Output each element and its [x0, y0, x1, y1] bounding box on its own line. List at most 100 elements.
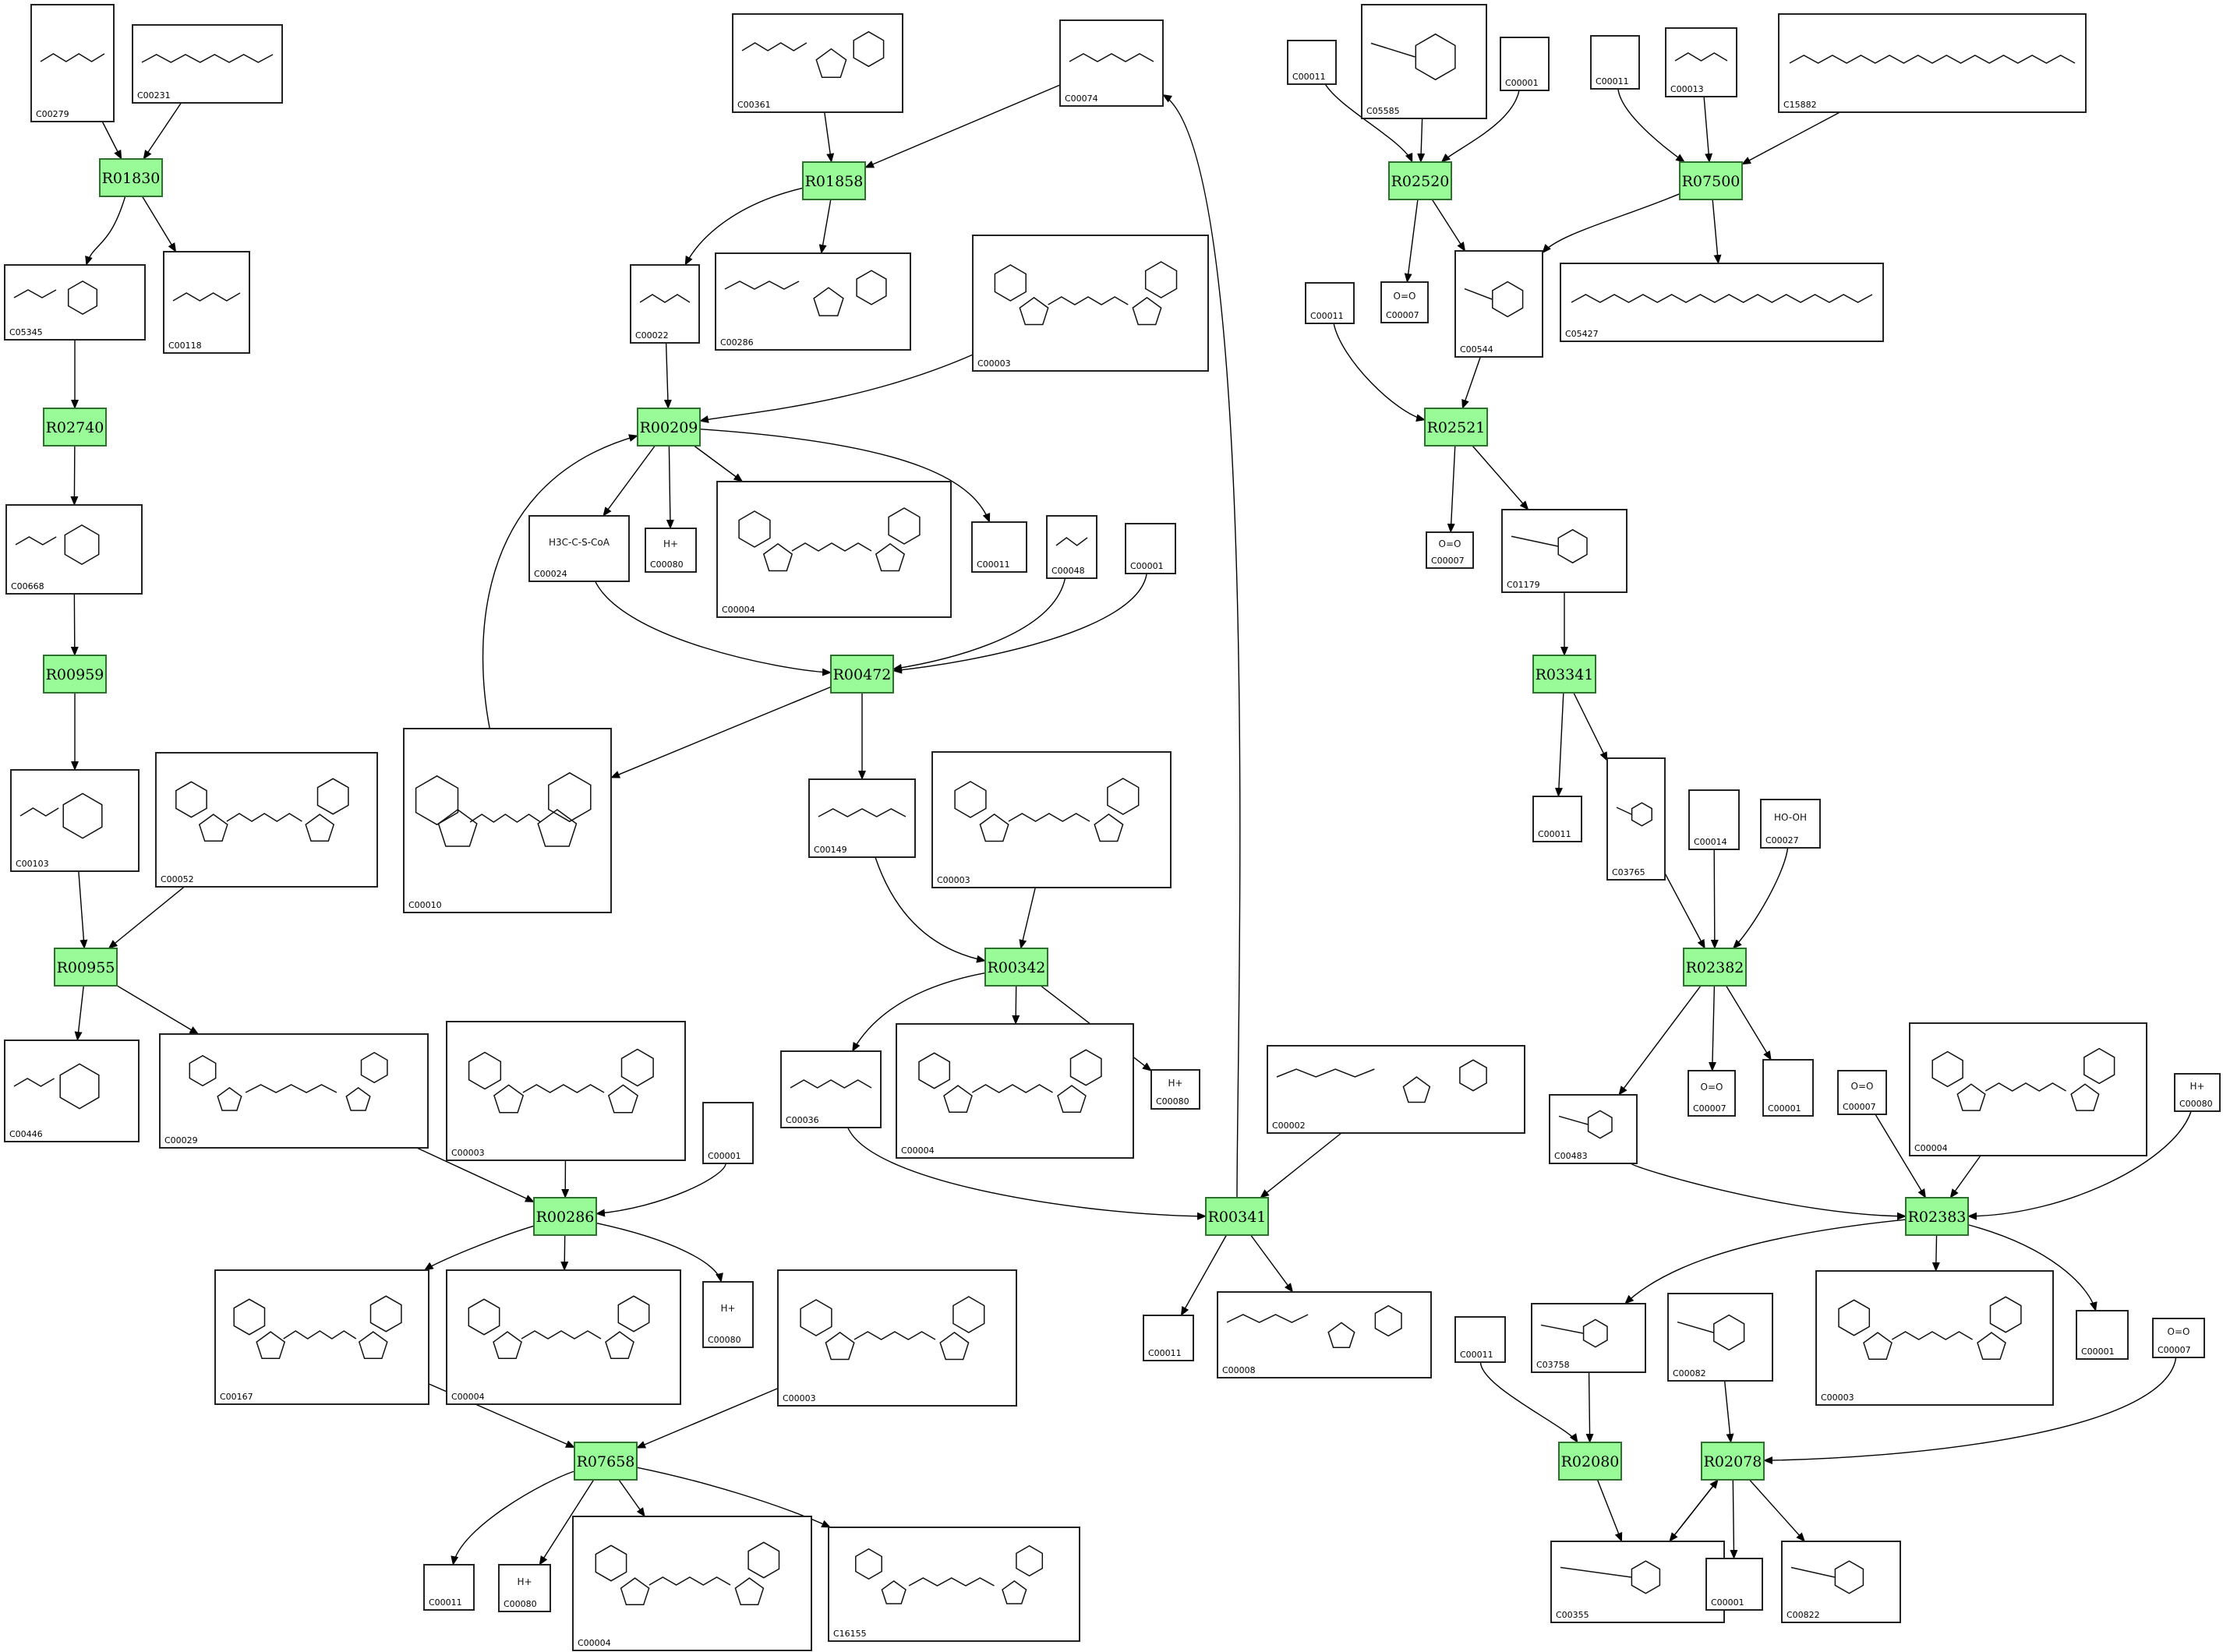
compound-node[interactable]: C00001	[1762, 1059, 1814, 1117]
reaction-node[interactable]: R00342	[984, 948, 1048, 987]
compound-node[interactable]: C00231	[132, 24, 283, 104]
compound-node[interactable]: C00082	[1667, 1293, 1773, 1382]
phosphate-chain-icon	[15, 536, 57, 545]
reaction-node[interactable]: R00341	[1205, 1197, 1269, 1236]
reaction-node[interactable]: R07658	[574, 1442, 638, 1481]
compound-node[interactable]: C00001	[2076, 1310, 2129, 1360]
compound-node[interactable]: C00011	[1532, 796, 1582, 842]
compound-node[interactable]: C00668	[5, 504, 143, 595]
compound-node[interactable]: C00355	[1550, 1541, 1725, 1623]
compound-node[interactable]: C00361	[732, 13, 903, 113]
compound-node[interactable]: C00149	[808, 778, 916, 858]
compound-node[interactable]: H+C00080	[2174, 1073, 2221, 1112]
reaction-id: R01858	[805, 173, 864, 190]
phosphate-chain-icon	[791, 542, 872, 552]
compound-node[interactable]: C00544	[1454, 250, 1543, 358]
compound-node[interactable]: C00022	[630, 264, 700, 344]
compound-node[interactable]: C00003	[777, 1269, 1017, 1407]
compound-node[interactable]: C00014	[1688, 789, 1740, 850]
compound-node[interactable]: C05585	[1361, 4, 1487, 119]
compound-node[interactable]: C00052	[155, 752, 378, 888]
compound-node[interactable]: H+C00080	[645, 528, 697, 573]
compound-node[interactable]: C03765	[1606, 757, 1666, 881]
compound-node[interactable]: C00822	[1781, 1541, 1901, 1623]
compound-box	[1150, 1069, 1200, 1110]
compound-node[interactable]: C00002	[1267, 1045, 1525, 1134]
reaction-node[interactable]: R00955	[54, 948, 118, 987]
compound-node[interactable]: C00011	[1305, 282, 1355, 324]
compound-node[interactable]: C00011	[971, 521, 1027, 573]
compound-node[interactable]: C00004	[446, 1269, 681, 1405]
reaction-node[interactable]: R00472	[830, 655, 894, 694]
compound-node[interactable]: C00004	[1909, 1022, 2147, 1156]
compound-node[interactable]: C00011	[1590, 35, 1640, 90]
compound-node[interactable]: C00036	[780, 1050, 882, 1128]
reaction-node[interactable]: R00959	[43, 655, 107, 694]
compound-node[interactable]: C00003	[1815, 1270, 2054, 1406]
reaction-node[interactable]: R03341	[1532, 655, 1596, 694]
compound-node[interactable]: C16155	[828, 1527, 1080, 1642]
reaction-edge	[1723, 1380, 1734, 1443]
compound-node[interactable]: C00118	[163, 251, 250, 354]
compound-node[interactable]: C00013	[1665, 27, 1737, 97]
compound-id: C00011	[1460, 1350, 1493, 1360]
compound-node[interactable]: C00286	[715, 252, 911, 351]
compound-node[interactable]: C00011	[1143, 1315, 1194, 1361]
compound-node[interactable]: C00008	[1217, 1291, 1432, 1378]
reaction-node[interactable]: R02740	[43, 408, 107, 447]
compound-node[interactable]: C00004	[572, 1516, 812, 1651]
compound-node[interactable]: C00003	[931, 751, 1172, 888]
compound-node[interactable]: C00011	[423, 1564, 475, 1611]
compound-node[interactable]: C00048	[1046, 515, 1097, 579]
reaction-node[interactable]: R02382	[1683, 948, 1747, 987]
compound-node[interactable]: H+C00080	[498, 1564, 551, 1612]
reaction-node[interactable]: R00209	[637, 408, 701, 447]
compound-node[interactable]: C15882	[1778, 13, 2087, 113]
reaction-node[interactable]: R02520	[1388, 161, 1452, 200]
reaction-edge	[116, 985, 200, 1035]
compound-node[interactable]: C00446	[4, 1040, 140, 1142]
compound-node[interactable]: C00279	[30, 4, 115, 122]
compound-node[interactable]: H+C00080	[1150, 1069, 1200, 1110]
compound-node[interactable]: C05345	[4, 264, 146, 341]
compound-node[interactable]: C03758	[1531, 1303, 1646, 1373]
base-ring-icon	[954, 781, 987, 818]
compound-node[interactable]: C00004	[896, 1023, 1134, 1159]
reaction-node[interactable]: R01858	[802, 161, 866, 200]
compound-node[interactable]: C01179	[1501, 509, 1627, 593]
reaction-node[interactable]: R02383	[1905, 1197, 1969, 1236]
compound-formula: O=O	[1851, 1081, 1874, 1092]
compound-node[interactable]: C00003	[446, 1021, 686, 1161]
reaction-node[interactable]: R00286	[533, 1197, 597, 1236]
compound-node[interactable]: C00074	[1059, 19, 1164, 107]
compound-node[interactable]: C05427	[1560, 263, 1884, 342]
compound-node[interactable]: C00001	[1705, 1558, 1763, 1611]
compound-node[interactable]: C00483	[1549, 1094, 1638, 1164]
compound-node[interactable]: C00010	[403, 728, 612, 913]
benzene-ring-icon	[1631, 1560, 1661, 1594]
reaction-node[interactable]: R02080	[1558, 1442, 1622, 1481]
compound-node[interactable]: C00103	[10, 769, 140, 872]
compound-node[interactable]: C00001	[1500, 37, 1550, 91]
compound-node[interactable]: C00167	[214, 1269, 429, 1405]
compound-node[interactable]: C00001	[702, 1102, 754, 1164]
reaction-node[interactable]: R02521	[1424, 408, 1488, 447]
compound-node[interactable]: C00011	[1454, 1316, 1506, 1363]
compound-node[interactable]: C00003	[972, 235, 1209, 372]
compound-node[interactable]: C00001	[1125, 523, 1176, 574]
compound-node[interactable]: C00029	[159, 1033, 429, 1149]
reaction-node[interactable]: R07500	[1679, 161, 1743, 200]
compound-node[interactable]: C00004	[716, 481, 952, 618]
compound-id: C00004	[578, 1638, 611, 1648]
reaction-node[interactable]: R02078	[1701, 1442, 1765, 1481]
compound-node[interactable]: H+C00080	[702, 1281, 754, 1348]
reaction-node[interactable]: R01830	[99, 158, 163, 197]
compound-node[interactable]: C00011	[1287, 40, 1337, 85]
